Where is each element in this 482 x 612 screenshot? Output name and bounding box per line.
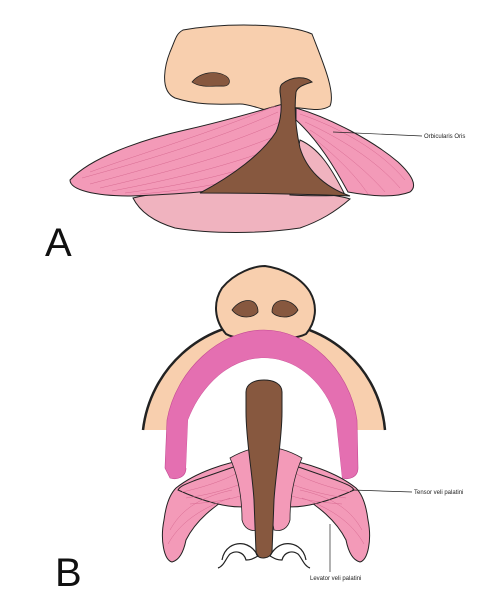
orbicularis-label: Orbicularis Oris bbox=[424, 134, 465, 140]
uvula-left-b bbox=[217, 543, 259, 569]
panel-a: Orbicularis Oris A bbox=[45, 24, 465, 265]
muscle-fibers-right-a bbox=[299, 113, 406, 195]
orbicularis-callout-line bbox=[332, 131, 423, 137]
orbicularis-right-a bbox=[295, 107, 414, 197]
nose-b bbox=[215, 264, 316, 341]
vomer-b bbox=[245, 379, 283, 559]
tensor-label: Tensor veli palatini bbox=[414, 490, 463, 496]
panel-b: Tensor veli palatini Levator veli palati… bbox=[55, 264, 463, 595]
panel-b-letter: B bbox=[55, 551, 82, 595]
nostril-left-a bbox=[191, 72, 230, 87]
tensor-callout-line bbox=[351, 489, 413, 493]
nose-a bbox=[164, 24, 332, 113]
nostril-right-b bbox=[271, 300, 299, 318]
nostril-left-b bbox=[231, 300, 259, 318]
uvula-right-b bbox=[269, 543, 311, 569]
lower-lip-a bbox=[132, 189, 351, 233]
levator-label: Levator veli palatini bbox=[310, 576, 361, 582]
panel-a-letter: A bbox=[45, 221, 72, 265]
cleft-a bbox=[199, 77, 351, 197]
